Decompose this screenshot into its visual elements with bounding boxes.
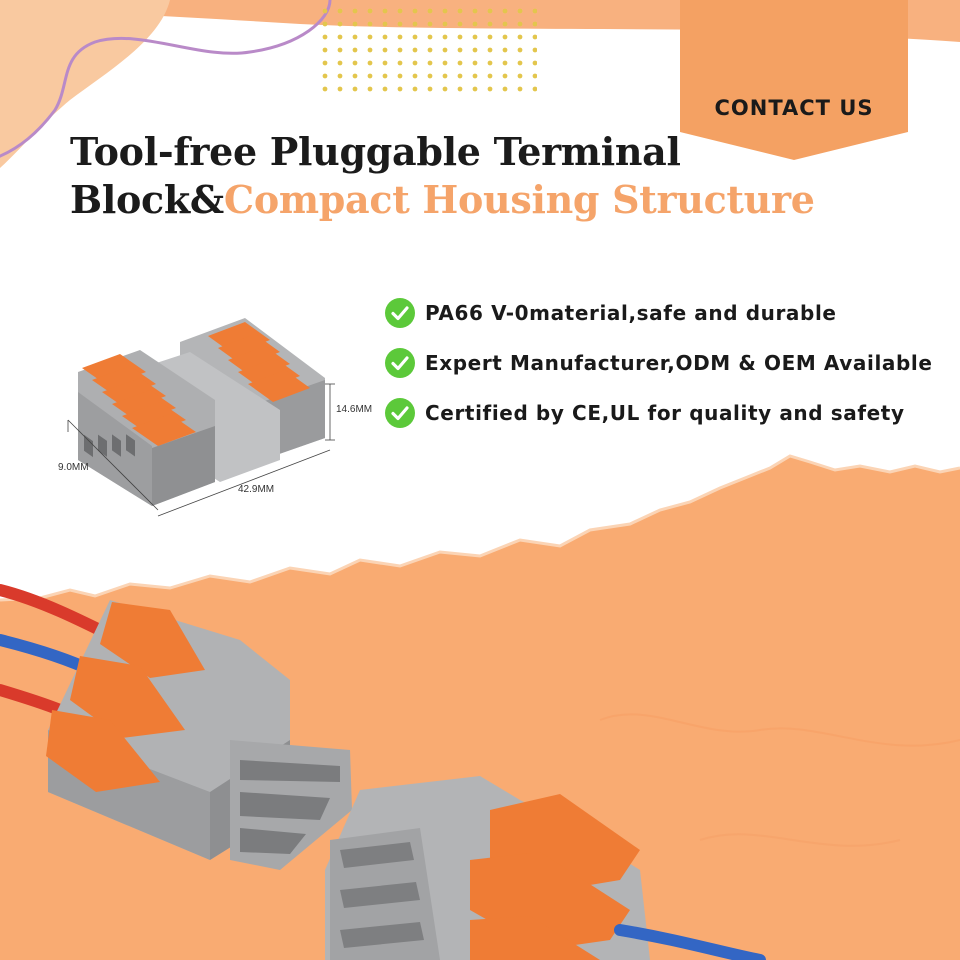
- check-icon: [385, 398, 415, 428]
- red-wire: [0, 684, 66, 716]
- length-dimension-label: 42.9MM: [238, 484, 275, 495]
- orange-levers: [46, 602, 205, 792]
- contact-us-button[interactable]: CONTACT US: [680, 0, 908, 160]
- feature-item: Certified by CE,UL for quality and safet…: [384, 396, 933, 430]
- check-icon: [385, 298, 415, 328]
- title-line-2-accent: Compact Housing Structure: [223, 177, 815, 222]
- feature-text: Expert Manufacturer,ODM & OEM Available: [425, 351, 933, 375]
- feature-list: PA66 V-0material,safe and durable Expert…: [384, 296, 933, 446]
- feature-item: Expert Manufacturer,ODM & OEM Available: [384, 346, 933, 380]
- yellow-dot-grid: [322, 8, 537, 96]
- purple-curve: [0, 0, 332, 158]
- feature-text: PA66 V-0material,safe and durable: [425, 301, 837, 325]
- terminal-block-dimension-image: [67, 318, 335, 517]
- feature-text: Certified by CE,UL for quality and safet…: [425, 401, 905, 425]
- height-dimension-label: 14.6MM: [336, 404, 373, 415]
- page-title: Tool-free Pluggable Terminal Block&Compa…: [70, 128, 815, 224]
- feature-item: PA66 V-0material,safe and durable: [384, 296, 933, 330]
- right-connector: [325, 776, 650, 960]
- torn-edge-highlight: [0, 454, 960, 602]
- title-line-1: Tool-free Pluggable Terminal: [70, 129, 681, 174]
- width-dimension-label: 9.0MM: [58, 462, 89, 473]
- contact-tab-shape: [680, 0, 908, 160]
- title-line-2-dark: Block&: [70, 177, 224, 222]
- orange-levers: [470, 794, 640, 960]
- left-peach-blob: [0, 0, 170, 168]
- check-icon: [385, 348, 415, 378]
- connector-pair-image: [0, 584, 766, 960]
- left-connector: [46, 600, 352, 870]
- contact-us-label: CONTACT US: [714, 96, 874, 120]
- blue-wire: [614, 924, 766, 960]
